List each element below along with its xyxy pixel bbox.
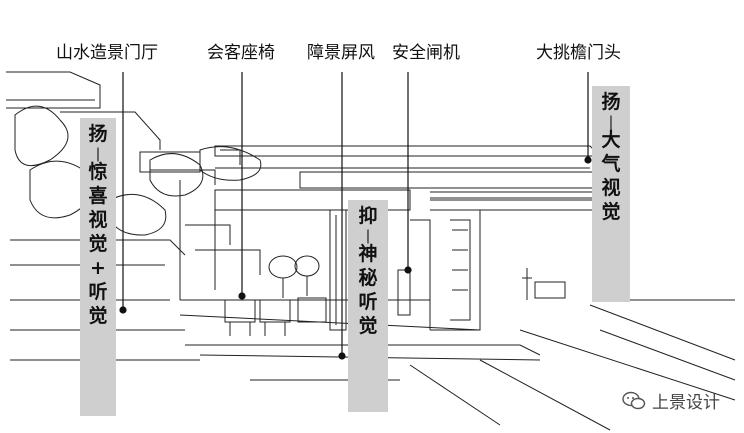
label-landscape-gate: 山水造景门厅	[56, 43, 158, 63]
note-right-char: 气	[601, 153, 621, 176]
note-left-char: 视	[88, 209, 108, 232]
note-left-char: 觉	[88, 304, 108, 327]
note-right-vertical: 扬 | 大 气 视 觉	[592, 86, 630, 302]
note-middle-char: 觉	[358, 314, 378, 337]
note-middle-vertical: 抑 | 神 秘 听 觉	[348, 200, 388, 412]
note-middle-char: 抑	[358, 205, 378, 227]
note-middle-char: 神	[358, 243, 378, 266]
watermark: 上景设计	[622, 388, 720, 413]
note-left-char: 听	[88, 280, 108, 303]
note-left-char: 扬	[88, 123, 108, 145]
note-right-char: 扬	[601, 91, 621, 113]
note-middle-char: 听	[358, 291, 378, 314]
label-screen-wall: 障景屏风	[307, 43, 375, 63]
note-left-char: +	[90, 256, 106, 279]
note-left-char: 觉	[88, 232, 108, 255]
note-left-char: |	[95, 145, 101, 162]
note-left-char: 惊	[88, 161, 108, 184]
note-right-char: 视	[601, 177, 621, 200]
label-security-gate: 安全闸机	[392, 43, 460, 63]
wechat-icon	[622, 391, 646, 409]
note-left-vertical: 扬 | 惊 喜 视 觉 + 听 觉	[80, 118, 116, 416]
note-right-char: |	[608, 113, 614, 130]
note-left-char: 喜	[88, 185, 108, 208]
note-middle-char: |	[365, 227, 371, 244]
label-canopy-gate: 大挑檐门头	[536, 43, 621, 63]
note-right-char: 大	[601, 129, 621, 152]
watermark-text: 上景设计	[652, 393, 720, 413]
label-guest-seating: 会客座椅	[207, 43, 275, 63]
note-middle-char: 秘	[358, 267, 378, 290]
note-right-char: 觉	[601, 200, 621, 223]
